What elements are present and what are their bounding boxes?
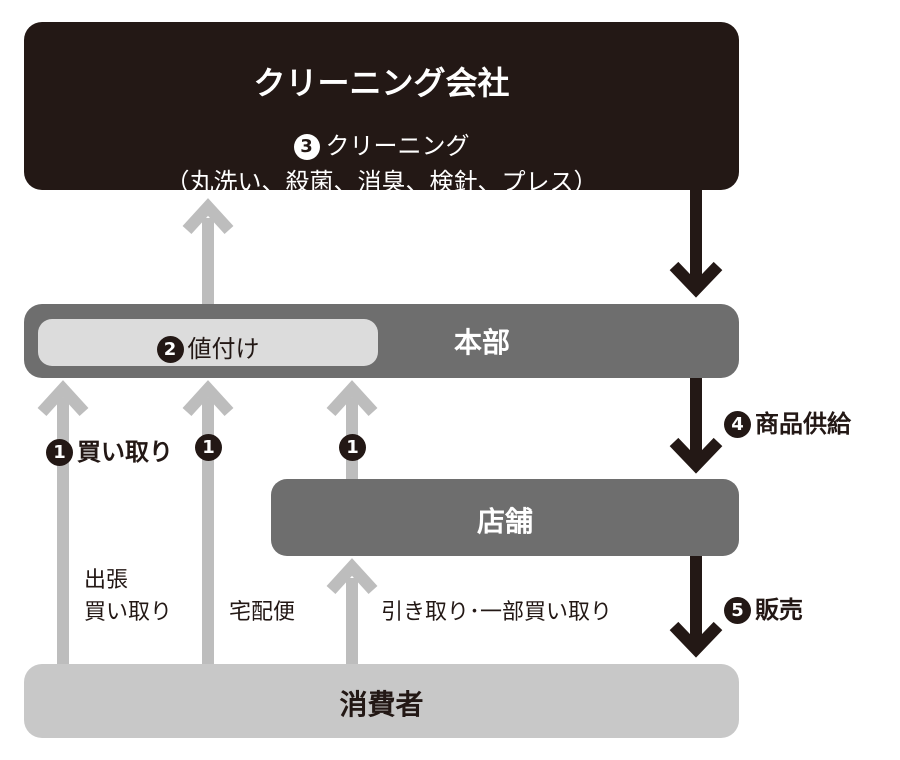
step-1-badge-store: 1 (339, 434, 366, 461)
step-3-badge: 3 (293, 134, 320, 160)
arrow-hq-to-store (669, 378, 723, 474)
cleaning-detail: （丸洗い、殺菌、消臭、検針、プレス） (165, 168, 598, 196)
store-pickup-label: 引き取り･一部買い取り (381, 600, 613, 625)
headquarters-title: 本部 (454, 326, 511, 359)
arrow-courier-to-hq (182, 380, 234, 664)
step-1-badge-courier: 1 (195, 434, 222, 461)
consumer-title: 消費者 (339, 688, 424, 721)
outcall-label-line1: 出張 (84, 568, 129, 593)
store-box: 店舗 (271, 479, 739, 556)
purchase-text: 買い取り (77, 438, 173, 466)
cleaning-step-label: クリーニング (325, 132, 470, 160)
sales-text: 販売 (755, 596, 803, 624)
step-5-badge: 5 (724, 597, 751, 624)
courier-label: 宅配便 (229, 600, 296, 625)
arrow-hq-to-company (182, 198, 234, 304)
outcall-label-line2: 買い取り (84, 600, 173, 625)
step-1-badge: 1 (46, 439, 73, 466)
store-title: 店舗 (476, 505, 533, 538)
step-4-badge: 4 (724, 411, 751, 438)
arrow-company-to-hq (669, 190, 723, 298)
arrow-consumer-to-store (326, 558, 378, 664)
arrow-store-to-consumer (669, 556, 723, 658)
consumer-box: 消費者 (24, 664, 739, 738)
arrow-outcall-to-hq (37, 380, 89, 664)
cleaning-company-title: クリーニング会社 (253, 64, 510, 102)
supply-text: 商品供給 (755, 410, 851, 438)
pricing-label: 値付け (187, 335, 260, 363)
step-2-badge: 2 (156, 336, 184, 363)
